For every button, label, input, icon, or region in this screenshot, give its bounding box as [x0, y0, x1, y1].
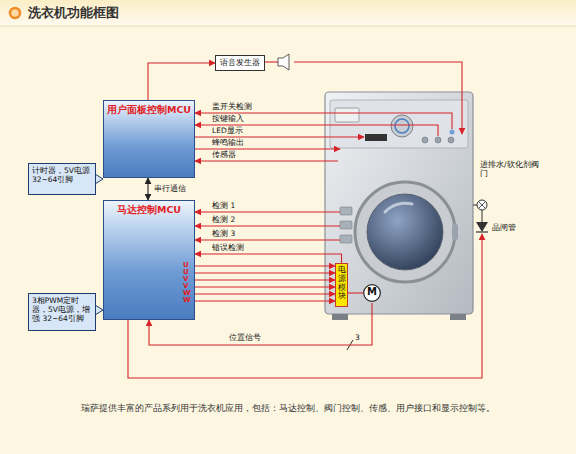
- connector: [195, 254, 342, 263]
- signal-name: 检测 3: [212, 229, 235, 238]
- connector-label: 位置信号: [228, 333, 262, 342]
- wire: [195, 211, 340, 212]
- connector-label: 串行通信: [153, 184, 187, 193]
- thyristor-symbol: [476, 222, 488, 232]
- valve-lead: [482, 210, 483, 222]
- button: [435, 137, 441, 143]
- phase-name: V: [183, 283, 188, 290]
- mcu-box: 马达控制MCU: [103, 200, 195, 320]
- button: [422, 137, 428, 143]
- phase-name: W: [183, 290, 191, 297]
- title-band: [0, 0, 576, 26]
- sensor-tab: [340, 235, 352, 243]
- connector: [195, 293, 335, 294]
- wire: [195, 160, 338, 161]
- door-handle: [452, 224, 458, 240]
- voice-generator-box: 语音发生器: [215, 55, 265, 71]
- valve-pipe: [473, 205, 477, 206]
- detergent-drawer: [335, 108, 359, 122]
- connector: [195, 265, 335, 266]
- control-panel: [330, 100, 468, 148]
- node-text: 语音发生器: [217, 56, 263, 69]
- connector: [348, 292, 363, 293]
- part-name: 进排水/软化剂阀门: [480, 160, 540, 178]
- phase-name: W: [183, 297, 191, 304]
- wire: [195, 125, 438, 136]
- connector-label: 错误检测: [211, 243, 245, 252]
- wire: [195, 239, 340, 240]
- connector: [148, 63, 215, 100]
- signal-name: 盖开关检测: [212, 102, 252, 111]
- wire: [195, 136, 364, 137]
- button: [448, 137, 454, 143]
- callout-box: 计时器，5V电源 32~64引脚: [28, 163, 96, 195]
- connector: [195, 300, 335, 301]
- wire: [294, 62, 462, 134]
- led-display: [365, 134, 387, 141]
- title-rule: [0, 26, 576, 27]
- wire: [195, 225, 340, 226]
- connector: [195, 286, 335, 287]
- door-glass: [367, 194, 443, 270]
- diagram-title: 洗衣机功能框图: [28, 5, 119, 21]
- node-text: 计时器，5V电源 32~64引脚: [32, 166, 92, 184]
- valve-symbol: [477, 200, 487, 210]
- wire: [195, 148, 340, 149]
- part-name: 晶闸管: [492, 223, 516, 232]
- lid-switch: [450, 130, 455, 135]
- node-text: 3相PWM定时器，5V电源，增强 32~64引脚: [32, 296, 92, 323]
- title-bullet: [10, 8, 20, 18]
- node-text: 用户面板控制MCU: [106, 104, 192, 116]
- machine-foot: [332, 314, 348, 320]
- door-ring: [355, 182, 455, 282]
- glass-highlight: [385, 203, 412, 212]
- power-module: 电源模块: [335, 263, 348, 307]
- thyristor-bar: [476, 231, 488, 232]
- signal-name: 按键输入: [212, 114, 244, 123]
- node-text: M: [363, 283, 381, 301]
- knob-ring: [395, 119, 409, 133]
- motor-circle: M: [363, 283, 381, 303]
- sensor-tab: [340, 221, 352, 229]
- connector: [195, 272, 335, 273]
- signal-name: 传感器: [212, 150, 236, 159]
- diagram-caption: 瑞萨提供丰富的产品系列用于洗衣机应用，包括：马达控制、阀门控制、传感、用户接口和…: [0, 403, 576, 414]
- node-text: 马达控制MCU: [106, 204, 192, 216]
- valve-cross: [479, 202, 486, 209]
- phase-name: V: [183, 276, 188, 283]
- bus-width: 3: [355, 333, 360, 342]
- sensor-tab: [340, 207, 352, 215]
- signal-name: 检测 2: [212, 215, 235, 224]
- callout-tail: [95, 305, 103, 315]
- signal-name: LED显示: [212, 126, 243, 135]
- phase-name: U: [183, 262, 189, 269]
- phase-name: U: [183, 269, 189, 276]
- node-text: 电源模块: [338, 266, 346, 301]
- speaker-symbol: [278, 54, 289, 70]
- machine-foot: [450, 314, 466, 320]
- wire: [265, 61, 278, 62]
- program-knob: [391, 115, 413, 137]
- signal-name: 检测 1: [212, 201, 235, 210]
- connector: [147, 178, 148, 200]
- callout-tail: [95, 174, 103, 184]
- callout-box: 3相PWM定时器，5V电源，增强 32~64引脚: [28, 293, 96, 331]
- connector: [195, 279, 335, 280]
- mcu-box: 用户面板控制MCU: [103, 100, 195, 178]
- signal-name: 蜂鸣输出: [212, 138, 244, 147]
